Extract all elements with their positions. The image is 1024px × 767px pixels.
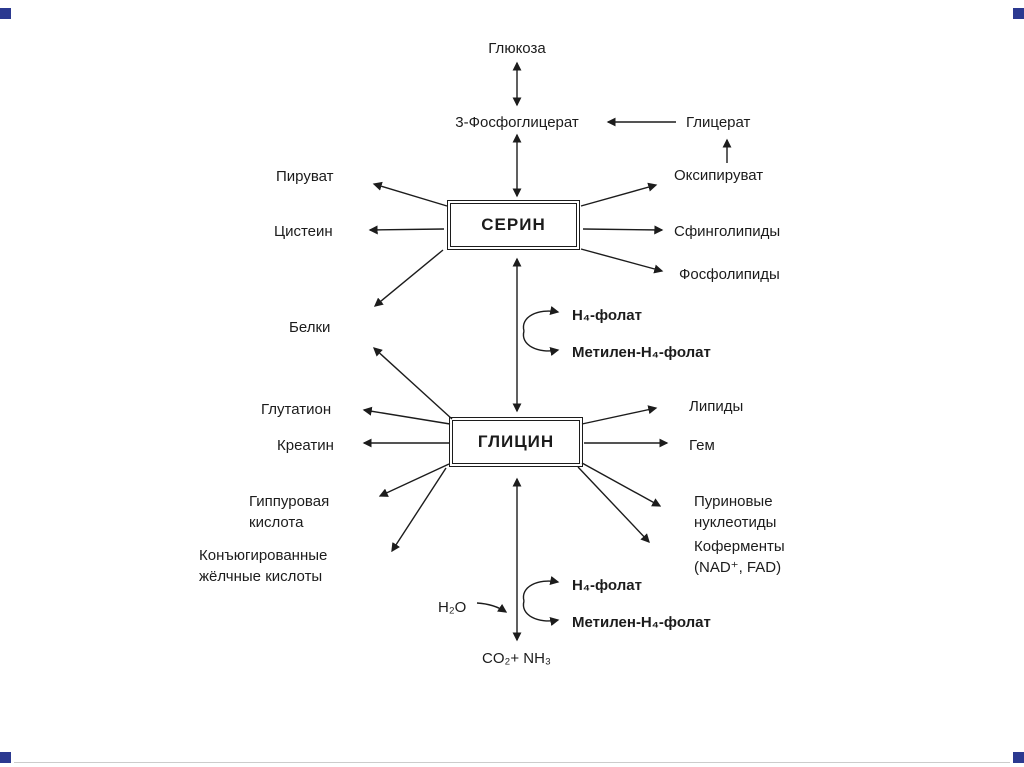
arrow-serine-oxypyruvate bbox=[580, 182, 658, 207]
node-co2-nh3: CO₂+ NH₃ bbox=[482, 650, 552, 667]
arrow-h4-folate-bottom bbox=[522, 576, 560, 602]
node-serine-box: СЕРИН bbox=[447, 200, 580, 250]
node-methylene-h4-folate-top: Метилен-Н₄-фолат bbox=[572, 344, 711, 361]
corner-decoration-top-right bbox=[1013, 8, 1024, 19]
arrow-glycine-purine-nucleotides bbox=[581, 462, 662, 507]
arrow-glycine-coenzymes bbox=[577, 466, 650, 543]
node-glycerate: Глицерат bbox=[686, 114, 751, 131]
arrow-h2o-in bbox=[476, 602, 508, 613]
arrow-methylene-h4-folate-bottom bbox=[522, 600, 560, 626]
node-proteins: Белки bbox=[289, 319, 331, 336]
arrow-glycine-proteins bbox=[372, 347, 453, 420]
node-sphingolipids: Сфинголипиды bbox=[674, 223, 781, 240]
node-oxypyruvate: Оксипируват bbox=[674, 167, 764, 184]
node-conjugated-bile-acids: Конъюгированные жёлчные кислоты bbox=[199, 547, 328, 585]
node-pyruvate: Пируват bbox=[276, 168, 334, 185]
node-water: Н₂О bbox=[438, 599, 467, 616]
arrow-serine-proteins bbox=[373, 249, 444, 307]
node-h4-folate-bottom: Н₄-фолат bbox=[572, 577, 642, 594]
node-serine-label: СЕРИН bbox=[481, 215, 546, 234]
node-phosphoglycerate: 3-Фосфоглицерат bbox=[455, 114, 579, 131]
node-glycine-box: ГЛИЦИН bbox=[449, 417, 583, 467]
arrow-h4-folate-top bbox=[522, 306, 560, 332]
arrow-serine-cysteine bbox=[368, 225, 445, 235]
node-creatine: Креатин bbox=[277, 437, 334, 454]
bottom-rule bbox=[14, 762, 1010, 763]
node-hippuric-acid: Гиппуровая кислота bbox=[249, 493, 330, 531]
node-glutathione: Глутатион bbox=[261, 401, 332, 418]
arrow-methylene-h4-folate-top bbox=[522, 330, 560, 356]
node-phospholipids: Фосфолипиды bbox=[679, 266, 780, 283]
node-h4-folate-top: Н₄-фолат bbox=[572, 307, 642, 324]
arrow-serine-sphingolipids bbox=[582, 225, 664, 235]
node-lipids: Липиды bbox=[689, 398, 744, 415]
node-methylene-h4-folate-bottom: Метилен-Н₄-фолат bbox=[572, 614, 711, 631]
node-glycine-label: ГЛИЦИН bbox=[477, 432, 555, 451]
corner-decoration-bottom-right bbox=[1013, 752, 1024, 763]
node-heme: Гем bbox=[689, 437, 715, 454]
arrow-glycine-lipids bbox=[581, 405, 658, 425]
arrow-glycine-hippuric-acid bbox=[378, 463, 450, 497]
node-coenzymes: Коферменты (NAD⁺, FAD) bbox=[694, 538, 785, 576]
node-cysteine: Цистеин bbox=[274, 223, 333, 240]
arrow-serine-phospholipids bbox=[580, 248, 664, 274]
arrow-glycine-bile-acids bbox=[391, 467, 447, 553]
corner-decoration-bottom-left bbox=[0, 752, 11, 763]
arrow-serine-pyruvate bbox=[372, 181, 448, 207]
node-glucose: Глюкоза bbox=[488, 40, 546, 57]
corner-decoration-top-left bbox=[0, 8, 11, 19]
node-purine-nucleotides: Пуриновые нуклеотиды bbox=[694, 493, 777, 531]
arrow-glycine-glutathione bbox=[362, 406, 451, 425]
